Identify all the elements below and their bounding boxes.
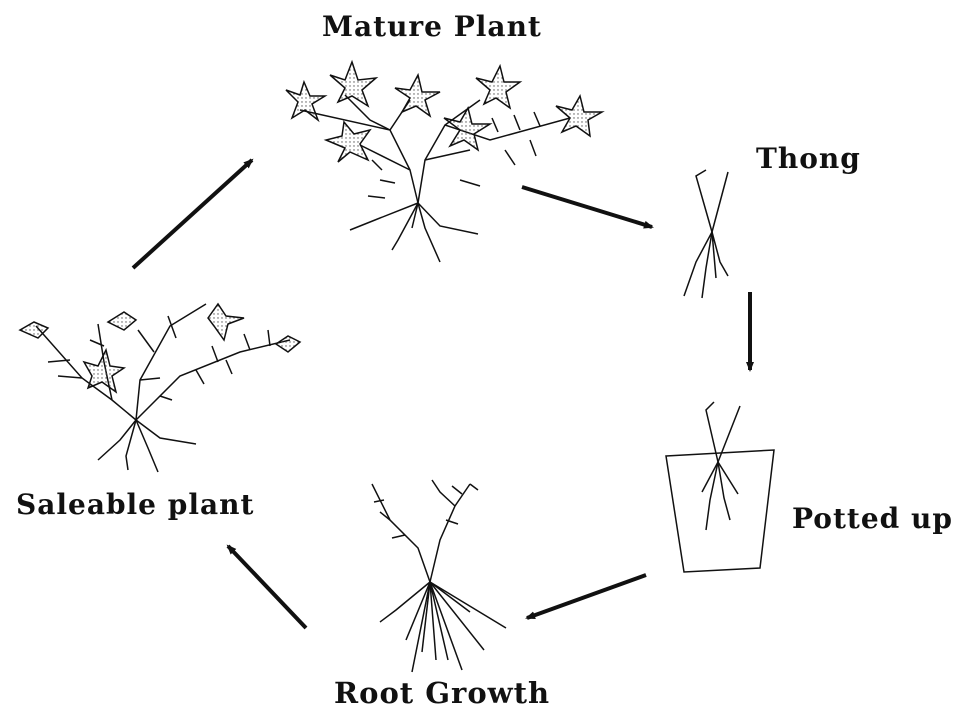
saleable-plant-illustration <box>20 304 300 472</box>
thong-label: Thong <box>756 142 861 175</box>
saleable-plant-label: Saleable plant <box>16 488 254 521</box>
potted-up-illustration <box>666 402 774 572</box>
arrow-root-to-saleable <box>228 546 306 628</box>
arrow-saleable-to-mature <box>133 160 252 268</box>
mature-plant-illustration <box>286 62 602 262</box>
thong-illustration <box>684 170 728 298</box>
root-growth-label: Root Growth <box>334 676 550 710</box>
mature-plant-label: Mature Plant <box>322 10 542 43</box>
arrow-potted-to-root <box>527 575 646 618</box>
cycle-arrows <box>133 160 750 628</box>
potted-up-label: Potted up <box>792 502 953 535</box>
arrow-mature-to-thong <box>522 187 652 227</box>
root-growth-illustration <box>372 480 506 672</box>
